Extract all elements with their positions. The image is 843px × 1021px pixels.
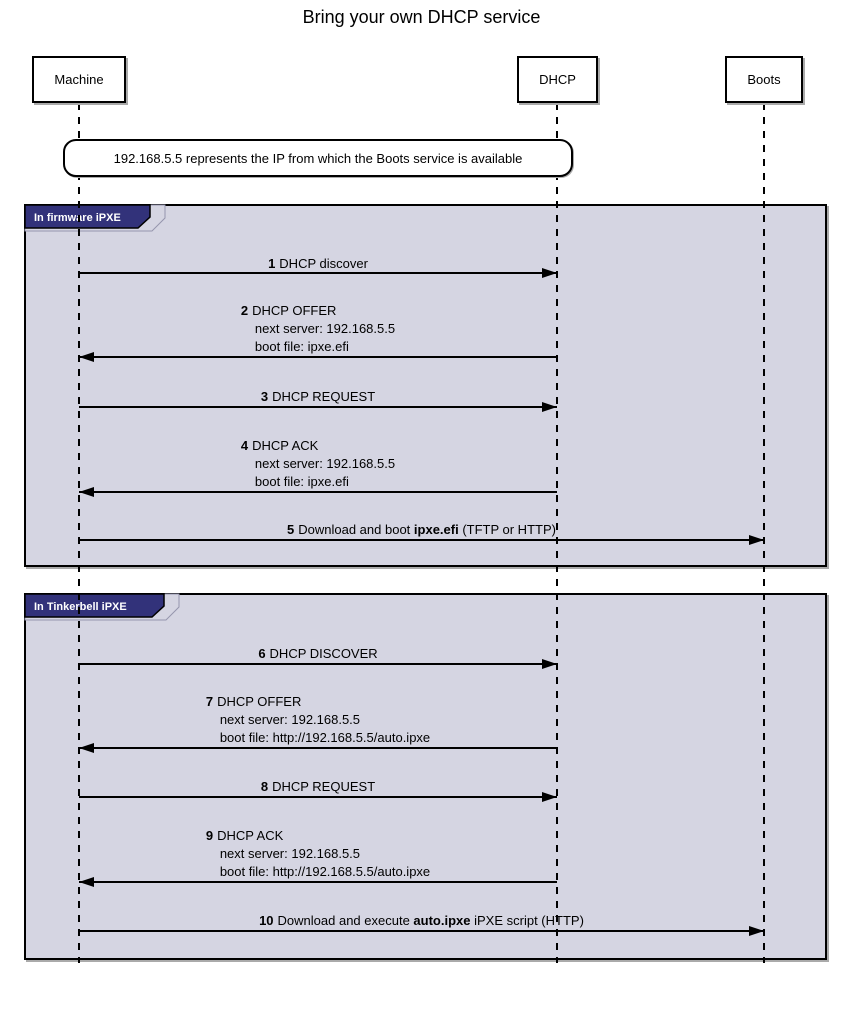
participant-dhcp-label: DHCP: [539, 72, 576, 87]
message-6-number: 6: [258, 646, 266, 661]
message-4-number: 4: [240, 438, 249, 453]
arrowhead-left-icon: [79, 743, 94, 753]
participant-machine-label: Machine: [54, 72, 104, 87]
arrowhead-left-icon: [79, 487, 94, 497]
message-9-arrow: [79, 877, 557, 887]
message-5-text-pre: Download and boot: [298, 522, 414, 537]
message-5-number: 5: [287, 522, 295, 537]
participant-boots: Boots: [725, 56, 803, 103]
message-7-line-3: boot file: http://192.168.5.5/auto.ipxe: [219, 730, 431, 745]
message-7-line-2: next server: 192.168.5.5: [219, 712, 361, 727]
message-3-text: DHCP REQUEST: [272, 389, 376, 404]
note-text: 192.168.5.5 represents the IP from which…: [113, 150, 523, 166]
message-10-text-pre: Download and execute: [277, 913, 414, 928]
message-6-text: DHCP DISCOVER: [269, 646, 378, 661]
message-4-line-2: next server: 192.168.5.5: [254, 456, 396, 471]
arrowhead-right-icon: [542, 268, 557, 278]
frame-firmware-label: In firmware iPXE: [34, 212, 121, 224]
lifeline-machine: [78, 103, 80, 963]
participant-machine: Machine: [32, 56, 126, 103]
message-6-arrow: [79, 659, 557, 669]
frame-tinkerbell-label: In Tinkerbell iPXE: [34, 601, 127, 613]
arrowhead-right-icon: [542, 402, 557, 412]
message-9-text: DHCP ACK: [217, 828, 284, 843]
message-9-line-3: boot file: http://192.168.5.5/auto.ipxe: [219, 864, 431, 879]
frame-tinkerbell-label-tab: In Tinkerbell iPXE: [24, 593, 180, 621]
message-5-text-post: (TFTP or HTTP): [458, 522, 556, 537]
arrowhead-right-icon: [749, 535, 764, 545]
participant-dhcp: DHCP: [517, 56, 598, 103]
participant-boots-label: Boots: [747, 72, 781, 87]
message-8-arrow: [79, 792, 557, 802]
message-2-line-2: next server: 192.168.5.5: [254, 321, 396, 336]
message-2-line-3: boot file: ipxe.efi: [254, 339, 349, 354]
message-1-text: DHCP discover: [279, 256, 368, 271]
lifeline-boots: [763, 103, 765, 963]
message-7-text: DHCP OFFER: [217, 694, 302, 709]
frame-tinkerbell-ipxe: In Tinkerbell iPXE: [24, 593, 827, 960]
arrowhead-left-icon: [79, 352, 94, 362]
message-9-line-2: next server: 192.168.5.5: [219, 846, 361, 861]
message-4-line-3: boot file: ipxe.efi: [254, 474, 349, 489]
message-5-text-bold: ipxe.efi: [413, 522, 459, 537]
message-2-number: 2: [240, 303, 249, 318]
arrowhead-right-icon: [542, 659, 557, 669]
note-box: 192.168.5.5 represents the IP from which…: [63, 139, 573, 177]
message-10-text-post: iPXE script (HTTP): [470, 913, 584, 928]
message-5-arrow: [79, 535, 764, 545]
message-3-arrow: [79, 402, 557, 412]
arrowhead-right-icon: [542, 792, 557, 802]
diagram-title: Bring your own DHCP service: [302, 7, 541, 27]
message-7-number: 7: [205, 694, 214, 709]
frame-firmware-label-tab: In firmware iPXE: [24, 204, 166, 232]
frame-label-inner-shape: [24, 204, 151, 229]
message-3-number: 3: [260, 389, 269, 404]
lifeline-dhcp: [556, 103, 558, 963]
frame-label-inner-shape: [24, 593, 165, 618]
message-8-number: 8: [260, 779, 269, 794]
message-1-arrow: [79, 268, 557, 278]
message-9-number: 9: [205, 828, 214, 843]
message-2-text: DHCP OFFER: [252, 303, 337, 318]
arrowhead-right-icon: [749, 926, 764, 936]
frame-firmware-ipxe: In firmware iPXE: [24, 204, 827, 567]
message-10-text-bold: auto.ipxe: [413, 913, 471, 928]
message-10-number: 10: [259, 913, 274, 928]
message-2-arrow: [79, 352, 557, 362]
message-4-text: DHCP ACK: [252, 438, 319, 453]
message-4-arrow: [79, 487, 557, 497]
message-8-text: DHCP REQUEST: [272, 779, 376, 794]
message-7-arrow: [79, 743, 557, 753]
message-10-arrow: [79, 926, 764, 936]
arrowhead-left-icon: [79, 877, 94, 887]
message-1-number: 1: [268, 256, 276, 271]
